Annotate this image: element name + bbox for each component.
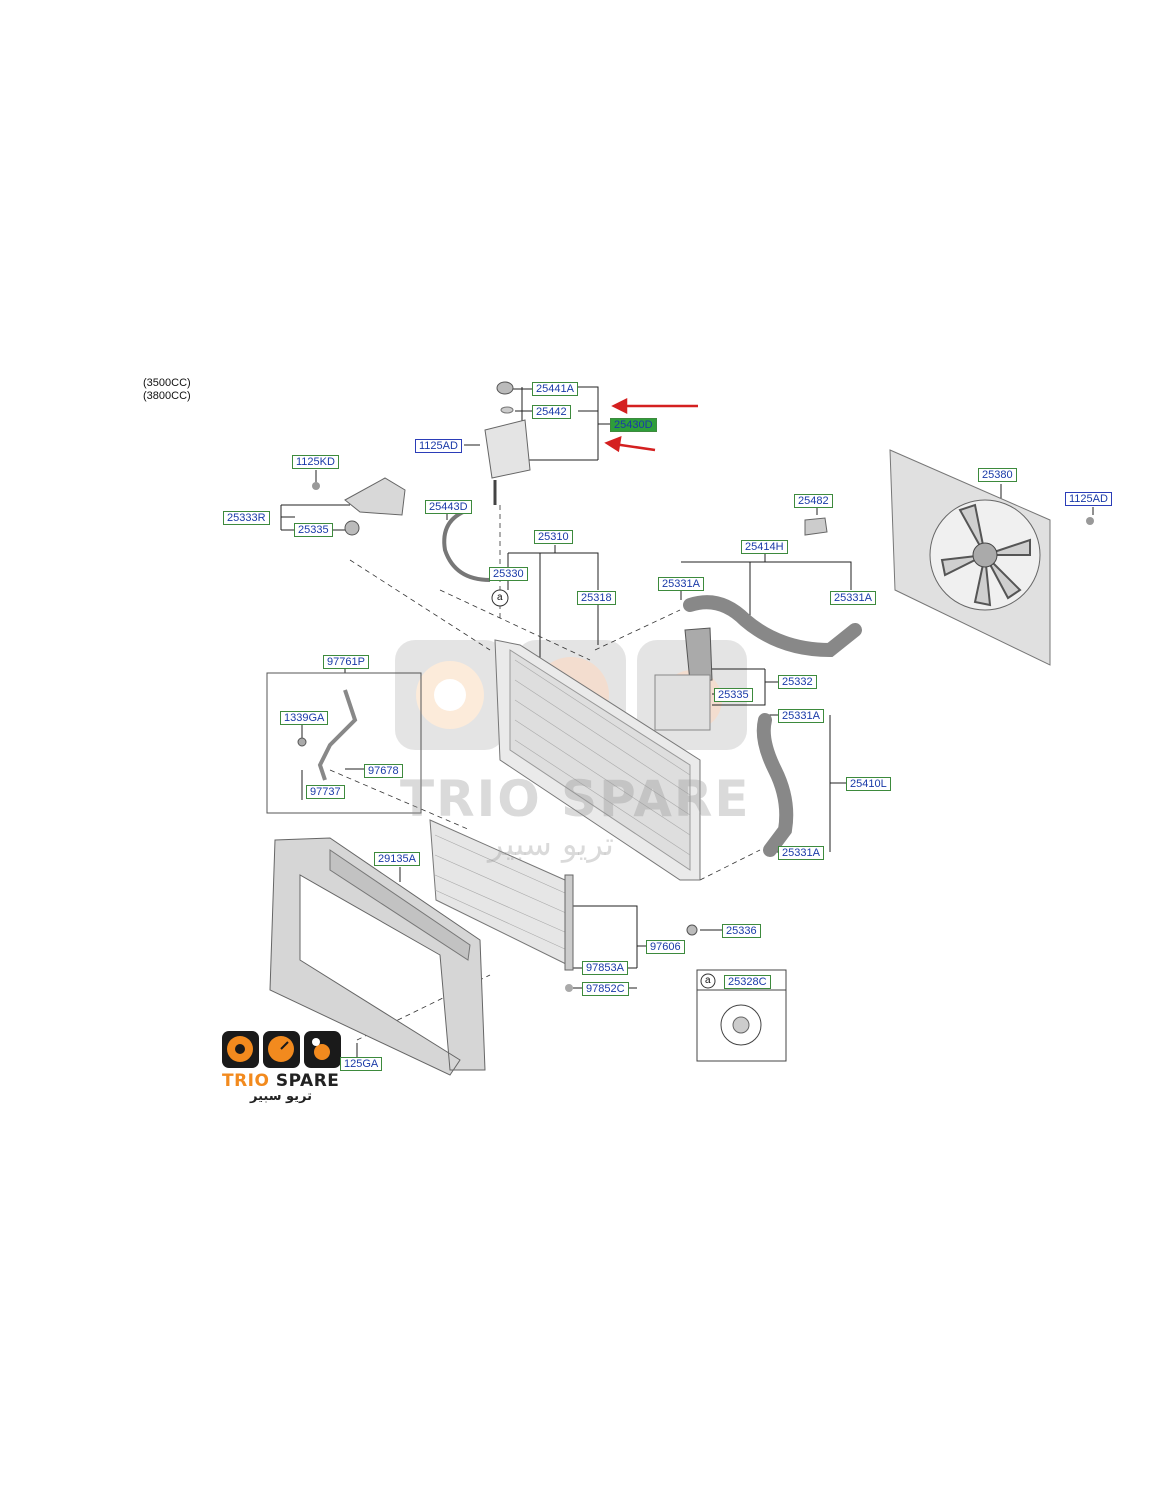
part-label-25318[interactable]: 25318 [577,591,616,605]
callout-circle [491,589,509,607]
brand-word-trio: TRIO [222,1071,270,1091]
lower-radiator-hose [756,713,794,857]
radiator-carrier [269,837,486,1076]
bolt-icon [297,737,307,747]
brand-logo-icons [222,1031,341,1068]
part-label-25335-mid[interactable]: 25335 [714,688,753,702]
part-label-29135A[interactable]: 29135A [374,852,420,866]
leader-lines [280,386,1094,1063]
brand-arabic: تريو سبير [250,1089,313,1104]
part-label-25442[interactable]: 25442 [532,405,571,419]
part-label-97737[interactable]: 97737 [306,785,345,799]
cap-callout-letter: a [705,975,711,986]
drain-plug [686,924,698,936]
part-label-1125KD[interactable]: 1125KD [292,455,339,469]
engine-variant-3800: (3800CC) [143,390,191,402]
part-label-25331A-right[interactable]: 25331A [830,591,876,605]
part-label-25380[interactable]: 25380 [978,468,1017,482]
watermark-arabic: تريو سبير [488,825,614,863]
part-label-97761P[interactable]: 97761P [323,655,369,669]
upper-radiator-hose [683,595,862,658]
part-label-97678[interactable]: 97678 [364,764,403,778]
part-label-97853A[interactable]: 97853A [582,961,628,975]
part-label-25443D[interactable]: 25443D [425,500,472,514]
part-label-25330[interactable]: 25330 [489,567,528,581]
callout-letter: a [497,592,503,603]
part-label-25331A-top[interactable]: 25331A [658,577,704,591]
part-label-25333R[interactable]: 25333R [223,511,270,525]
overflow-hose [442,508,491,582]
brand-logo: TRIO SPARE [222,1071,339,1091]
radiator [494,639,701,881]
pressure-sensor-pipe [317,689,358,781]
part-label-25441A[interactable]: 25441A [532,382,578,396]
coolant-reservoir [484,381,531,505]
part-label-1125AD-left[interactable]: 1125AD [415,439,462,453]
part-label-25414H[interactable]: 25414H [741,540,788,554]
part-label-25482[interactable]: 25482 [794,494,833,508]
part-label-25336[interactable]: 25336 [722,924,761,938]
part-label-25332[interactable]: 25332 [778,675,817,689]
part-label-25335-left[interactable]: 25335 [294,523,333,537]
watermark-brand: TRIO SPARE [400,770,751,828]
highlight-arrows [604,397,698,453]
part-label-1125GA[interactable]: 125GA [340,1057,383,1071]
part-label-25310[interactable]: 25310 [534,530,573,544]
cooling-fan-assembly [889,449,1094,666]
part-label-97606[interactable]: 97606 [646,940,685,954]
part-label-25430D[interactable]: 25430D [610,418,657,432]
condenser [429,819,574,992]
part-label-1125AD-right[interactable]: 1125AD [1065,492,1112,506]
hose-clip [804,517,828,536]
part-label-25331A-lower2[interactable]: 25331A [778,846,824,860]
part-label-25331A-lower1[interactable]: 25331A [778,709,824,723]
part-label-97852C[interactable]: 97852C [582,982,629,996]
dashed-assembly-lines [329,505,761,1041]
part-label-1339GA[interactable]: 1339GA [280,711,329,725]
part-label-25410L[interactable]: 25410L [846,777,891,791]
mounting-bracket [312,477,406,536]
part-label-25328C[interactable]: 25328C [724,975,771,989]
filler-neck-assembly [654,627,713,731]
engine-variant-3500: (3500CC) [143,377,191,389]
sensor-group-box [266,672,422,814]
brand-word-spare: SPARE [275,1071,340,1091]
